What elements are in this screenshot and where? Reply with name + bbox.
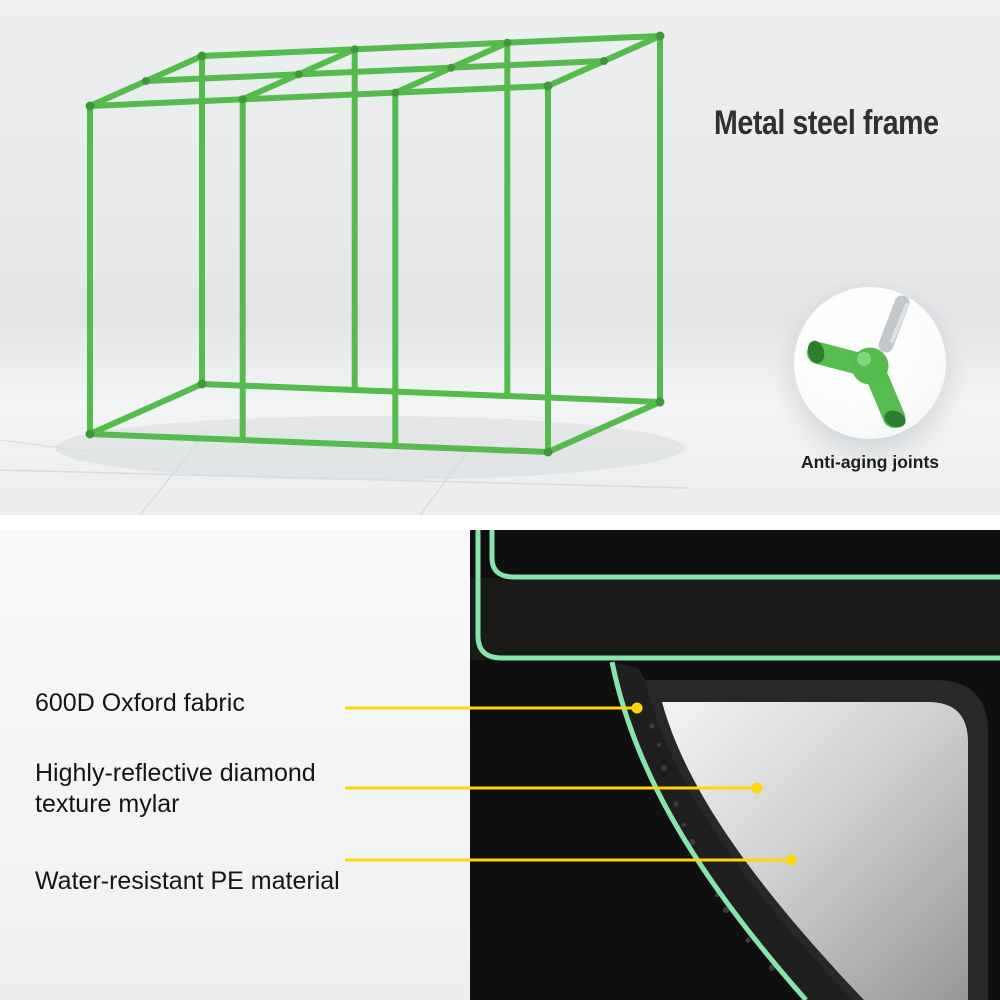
frame-section: Metal steel frame An bbox=[0, 0, 1000, 515]
joint-illustration bbox=[807, 295, 910, 428]
metal-frame-illustration bbox=[0, 31, 691, 515]
callout-lines bbox=[345, 702, 797, 866]
fabric-layers-illustration bbox=[345, 530, 1000, 1000]
fabric-section: 600D Oxford fabric Highly-reflective dia… bbox=[0, 530, 1000, 1000]
label-mylar: Highly-reflective diamond texture mylar bbox=[35, 759, 316, 818]
mylar-panel bbox=[645, 680, 988, 1000]
joint-detail-inset bbox=[794, 287, 946, 439]
inset-caption: Anti-aging joints bbox=[800, 452, 940, 472]
corner-joint-icon bbox=[807, 295, 910, 428]
oxford-peel-edge bbox=[609, 661, 808, 1000]
green-trim-seams bbox=[475, 530, 1000, 661]
label-oxford-fabric: 600D Oxford fabric bbox=[35, 689, 245, 717]
section-divider bbox=[0, 515, 1000, 530]
section-title: Metal steel frame bbox=[714, 104, 939, 142]
steel-frame-tubes bbox=[87, 33, 663, 455]
label-pe-material: Water-resistant PE material bbox=[35, 867, 340, 895]
frame-joints bbox=[85, 31, 665, 457]
